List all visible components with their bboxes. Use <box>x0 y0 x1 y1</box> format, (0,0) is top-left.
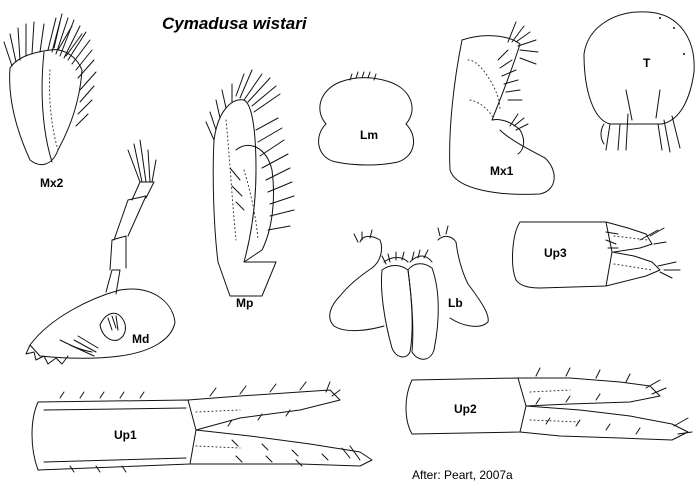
label-md: Md <box>132 332 150 346</box>
up3-drawing <box>512 221 681 289</box>
label-up2: Up2 <box>454 402 477 416</box>
label-mx1: Mx1 <box>490 164 514 178</box>
label-mp: Mp <box>236 296 254 310</box>
label-lb: Lb <box>448 296 463 310</box>
mx2-drawing <box>3 13 97 166</box>
mp-drawing <box>205 69 295 297</box>
label-up1: Up1 <box>114 428 137 442</box>
label-up3: Up3 <box>544 246 567 260</box>
label-mx2: Mx2 <box>40 176 64 190</box>
t-drawing <box>583 11 695 153</box>
lm-drawing <box>318 71 414 166</box>
mx1-drawing <box>449 21 555 195</box>
up2-drawing <box>405 367 693 441</box>
md-drawing <box>25 139 176 365</box>
up1-drawing <box>31 381 373 473</box>
label-t: T <box>643 56 651 70</box>
label-lm: Lm <box>360 128 378 142</box>
lb-drawing <box>329 225 489 360</box>
figure-title: Cymadusa wistari <box>162 14 307 33</box>
figure-credit: After: Peart, 2007a <box>412 468 513 482</box>
